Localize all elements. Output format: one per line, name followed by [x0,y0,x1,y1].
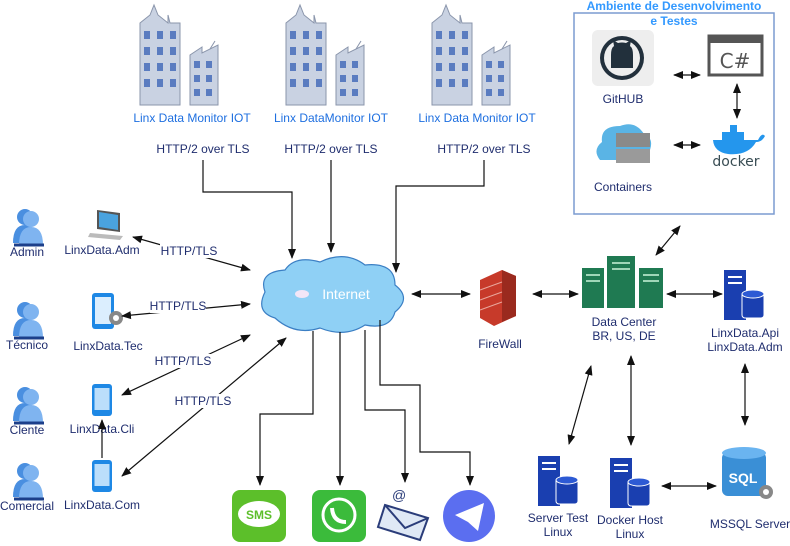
docker-icon: docker [712,125,765,170]
user-icon [11,385,46,425]
connector [379,320,474,486]
datacenter-label: BR, US, DE [592,329,655,343]
protocol-label: HTTP/2 over TLS [156,142,249,156]
svg-text:SMS: SMS [246,508,272,522]
connector [202,160,296,259]
api-label: LinxData.Adm [707,340,782,354]
dev-environment-title: e Testes [650,14,697,28]
svg-text:C#: C# [720,49,751,73]
protocol-label: HTTP/2 over TLS [284,142,377,156]
building-label: Linx Data Monitor IOT [133,111,251,125]
server-icon [609,457,651,509]
building-icon [285,4,365,106]
building-label: Linx Data Monitor IOT [418,111,536,125]
telegram-icon [443,490,495,542]
phone-icon [92,384,112,416]
user-icon [11,207,46,247]
internet-label: Internet [322,286,370,302]
docker-host-label: Linux [616,527,645,541]
connector [392,160,485,273]
sms-icon: SMS [232,490,286,542]
firewall-label: FireWall [478,337,522,351]
svg-text:SQL: SQL [729,470,758,486]
server-test-label: Linux [544,525,573,539]
mssql-icon: SQL [722,447,773,499]
app-label: LinxData.Tec [73,339,142,353]
email-icon: @ [376,487,430,542]
building-icon [431,4,511,106]
user-icon [11,461,46,501]
whatsapp-icon [312,490,366,542]
docker-host-label: Docker Host [597,513,664,527]
protocol-label: HTTP/TLS [161,244,218,258]
containers-label: Containers [594,180,652,194]
user-role-label: Admin [10,245,44,259]
github-icon [592,30,654,86]
server-test-label: Server Test [528,511,589,525]
laptop-icon [88,210,123,240]
internet-cloud [261,256,405,333]
connector [256,331,314,486]
api-label: LinxData.Api [711,326,779,340]
dev-environment-box [573,12,775,215]
datacenter-icon [582,256,663,308]
protocol-label: HTTP/TLS [155,354,212,368]
phone-icon [92,460,112,492]
protocol-label: HTTP/2 over TLS [437,142,530,156]
datacenter-label: Data Center [592,315,657,329]
protocol-label: HTTP/TLS [150,299,207,313]
mssql-label: MSSQL Server [710,517,790,531]
dev-environment-title: Ambiente de Desenvolvimento [587,0,762,13]
csharp-icon: C# [707,34,764,77]
building-icon [139,4,219,106]
connector [567,365,593,445]
cloud-icon [295,290,309,298]
user-role-label: Técnico [6,338,48,352]
building-label: Linx DataMonitor IOT [274,111,389,125]
containers-icon [596,124,652,163]
svg-text:@: @ [392,487,406,503]
user-role-label: Clente [10,423,45,437]
app-label: LinxData.Adm [64,243,139,257]
app-label: LinxData.Com [64,498,140,512]
user-icon [11,300,46,340]
svg-text:docker: docker [712,154,759,170]
github-label: GitHUB [603,92,644,106]
server-icon [537,455,579,507]
connector [364,330,409,483]
server-icon [723,269,765,321]
connector [655,225,681,256]
tablet-gear-icon [92,293,123,329]
user-role-label: Comercial [0,499,54,513]
protocol-label: HTTP/TLS [175,394,232,408]
firewall-icon [479,270,516,326]
